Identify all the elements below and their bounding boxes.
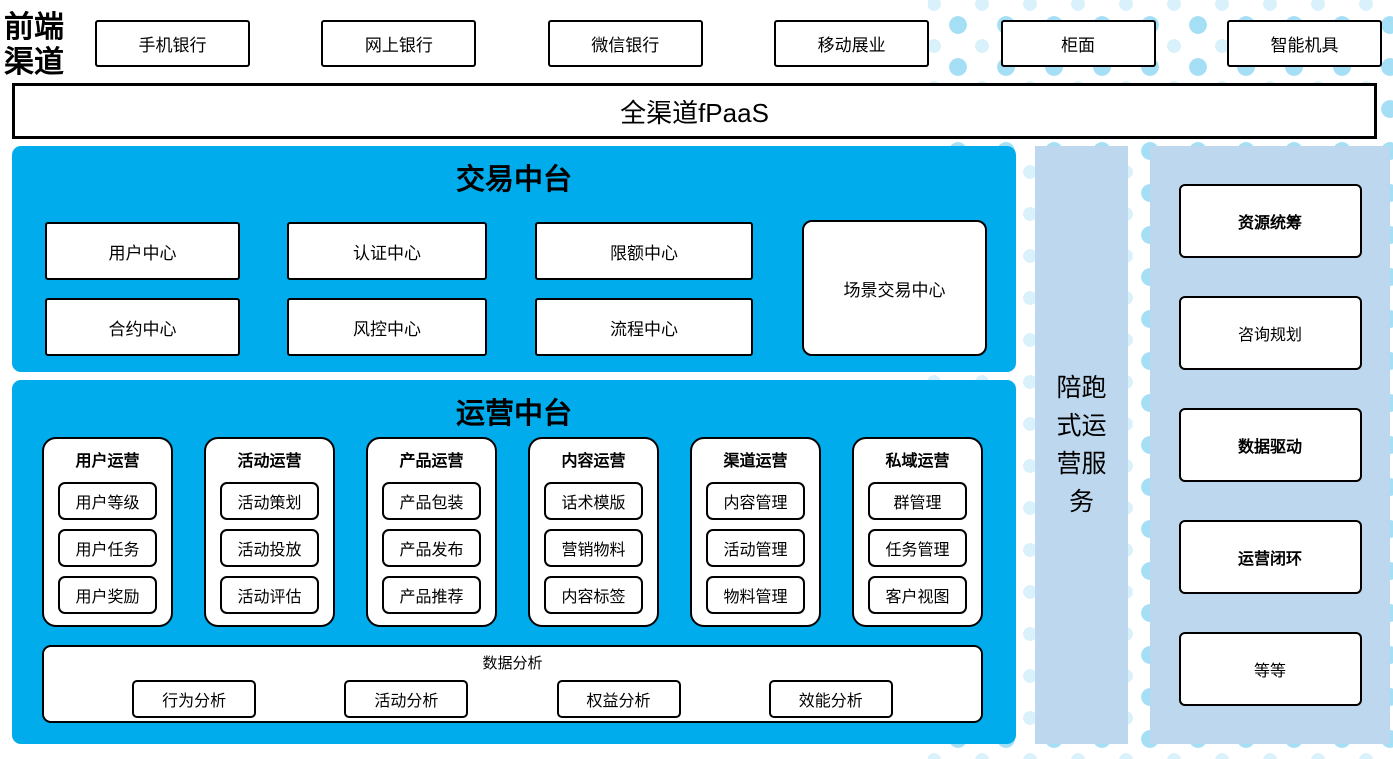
group-item: 任务管理 xyxy=(868,529,967,567)
fpaas-bar: 全渠道fPaaS xyxy=(12,83,1377,139)
group-item: 用户等级 xyxy=(58,482,157,520)
data-analysis-row: 行为分析 活动分析 权益分析 效能分析 xyxy=(44,680,981,718)
center-box-auth: 认证中心 xyxy=(287,222,487,280)
channel-box-mobile-business: 移动展业 xyxy=(774,20,930,67)
group-item: 活动评估 xyxy=(220,576,319,614)
group-items: 内容管理 活动管理 物料管理 xyxy=(706,482,805,614)
ops-group-channel: 渠道运营 内容管理 活动管理 物料管理 xyxy=(690,437,821,627)
channel-box-mobile-banking: 手机银行 xyxy=(95,20,250,67)
group-title: 产品运营 xyxy=(399,453,464,470)
data-analysis-section: 数据分析 行为分析 活动分析 权益分析 效能分析 xyxy=(42,645,983,723)
group-items: 话术模版 营销物料 内容标签 xyxy=(544,482,643,614)
transaction-platform-panel: 交易中台 用户中心 认证中心 限额中心 合约中心 风控中心 流程中心 场景交易中… xyxy=(12,146,1016,372)
front-channels-label: 前端渠道 xyxy=(4,11,64,79)
ops-group-activity: 活动运营 活动策划 活动投放 活动评估 xyxy=(204,437,335,627)
group-item: 用户任务 xyxy=(58,529,157,567)
operations-platform-panel: 运营中台 用户运营 用户等级 用户任务 用户奖励 活动运营 活动策划 活动投放 … xyxy=(12,380,1016,744)
group-item: 内容管理 xyxy=(706,482,805,520)
ops-group-user: 用户运营 用户等级 用户任务 用户奖励 xyxy=(42,437,173,627)
group-item: 用户奖励 xyxy=(58,576,157,614)
analysis-item-behavior: 行为分析 xyxy=(132,680,257,718)
group-items: 群管理 任务管理 客户视图 xyxy=(868,482,967,614)
operations-platform-title: 运营中台 xyxy=(455,398,572,430)
group-item: 活动管理 xyxy=(706,529,805,567)
service-panel: 资源统筹 咨询规划 数据驱动 运营闭环 等等 xyxy=(1150,146,1390,744)
channel-row: 手机银行 网上银行 微信银行 移动展业 柜面 智能机具 xyxy=(95,20,1382,67)
scene-transaction-center-box: 场景交易中心 xyxy=(802,220,987,356)
service-box-data-driven: 数据驱动 xyxy=(1178,408,1362,482)
ops-group-private-domain: 私域运营 群管理 任务管理 客户视图 xyxy=(852,437,983,627)
group-title: 私域运营 xyxy=(885,453,950,470)
group-title: 活动运营 xyxy=(237,453,302,470)
service-box-etc: 等等 xyxy=(1178,632,1362,706)
operations-groups-row: 用户运营 用户等级 用户任务 用户奖励 活动运营 活动策划 活动投放 活动评估 … xyxy=(42,437,983,627)
analysis-item-efficiency: 效能分析 xyxy=(768,680,893,718)
center-box-risk: 风控中心 xyxy=(287,298,487,356)
group-items: 用户等级 用户任务 用户奖励 xyxy=(58,482,157,614)
group-items: 产品包装 产品发布 产品推荐 xyxy=(382,482,481,614)
analysis-item-activity: 活动分析 xyxy=(344,680,469,718)
group-item: 物料管理 xyxy=(706,576,805,614)
ops-group-content: 内容运营 话术模版 营销物料 内容标签 xyxy=(528,437,659,627)
accompany-service-bar: 陪跑式运营服务 xyxy=(1035,146,1128,744)
channel-box-wechat-banking: 微信银行 xyxy=(547,20,703,67)
group-item: 群管理 xyxy=(868,482,967,520)
data-analysis-title: 数据分析 xyxy=(482,655,543,672)
group-title: 用户运营 xyxy=(75,453,140,470)
group-item: 产品发布 xyxy=(382,529,481,567)
ops-group-product: 产品运营 产品包装 产品发布 产品推荐 xyxy=(366,437,497,627)
group-item: 活动投放 xyxy=(220,529,319,567)
center-box-user: 用户中心 xyxy=(45,222,240,280)
center-box-contract: 合约中心 xyxy=(45,298,240,356)
center-box-process: 流程中心 xyxy=(535,298,753,356)
group-item: 内容标签 xyxy=(544,576,643,614)
transaction-platform-title: 交易中台 xyxy=(455,164,572,196)
group-item: 产品包装 xyxy=(382,482,481,520)
channel-box-counter: 柜面 xyxy=(1000,20,1156,67)
analysis-item-rights: 权益分析 xyxy=(556,680,681,718)
service-box-resource-coordination: 资源统筹 xyxy=(1178,184,1362,258)
group-item: 客户视图 xyxy=(868,576,967,614)
group-title: 渠道运营 xyxy=(723,453,788,470)
group-item: 营销物料 xyxy=(544,529,643,567)
group-item: 话术模版 xyxy=(544,482,643,520)
group-item: 活动策划 xyxy=(220,482,319,520)
service-box-consulting-planning: 咨询规划 xyxy=(1178,296,1362,370)
group-title: 内容运营 xyxy=(561,453,626,470)
channel-box-smart-devices: 智能机具 xyxy=(1226,20,1382,67)
center-box-limit: 限额中心 xyxy=(535,222,753,280)
group-items: 活动策划 活动投放 活动评估 xyxy=(220,482,319,614)
service-box-operations-loop: 运营闭环 xyxy=(1178,520,1362,594)
accompany-service-label: 陪跑式运营服务 xyxy=(1056,374,1107,516)
channel-box-online-banking: 网上银行 xyxy=(321,20,477,67)
group-item: 产品推荐 xyxy=(382,576,481,614)
